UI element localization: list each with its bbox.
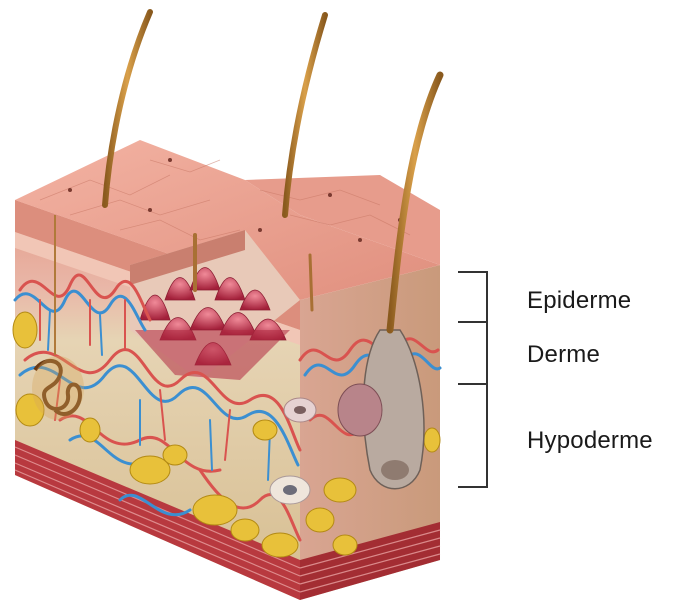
label-hypoderme: Hypoderme (527, 427, 653, 455)
label-derme: Derme (527, 341, 600, 369)
layer-brackets (458, 272, 487, 487)
label-epiderme: Epiderme (527, 287, 631, 315)
